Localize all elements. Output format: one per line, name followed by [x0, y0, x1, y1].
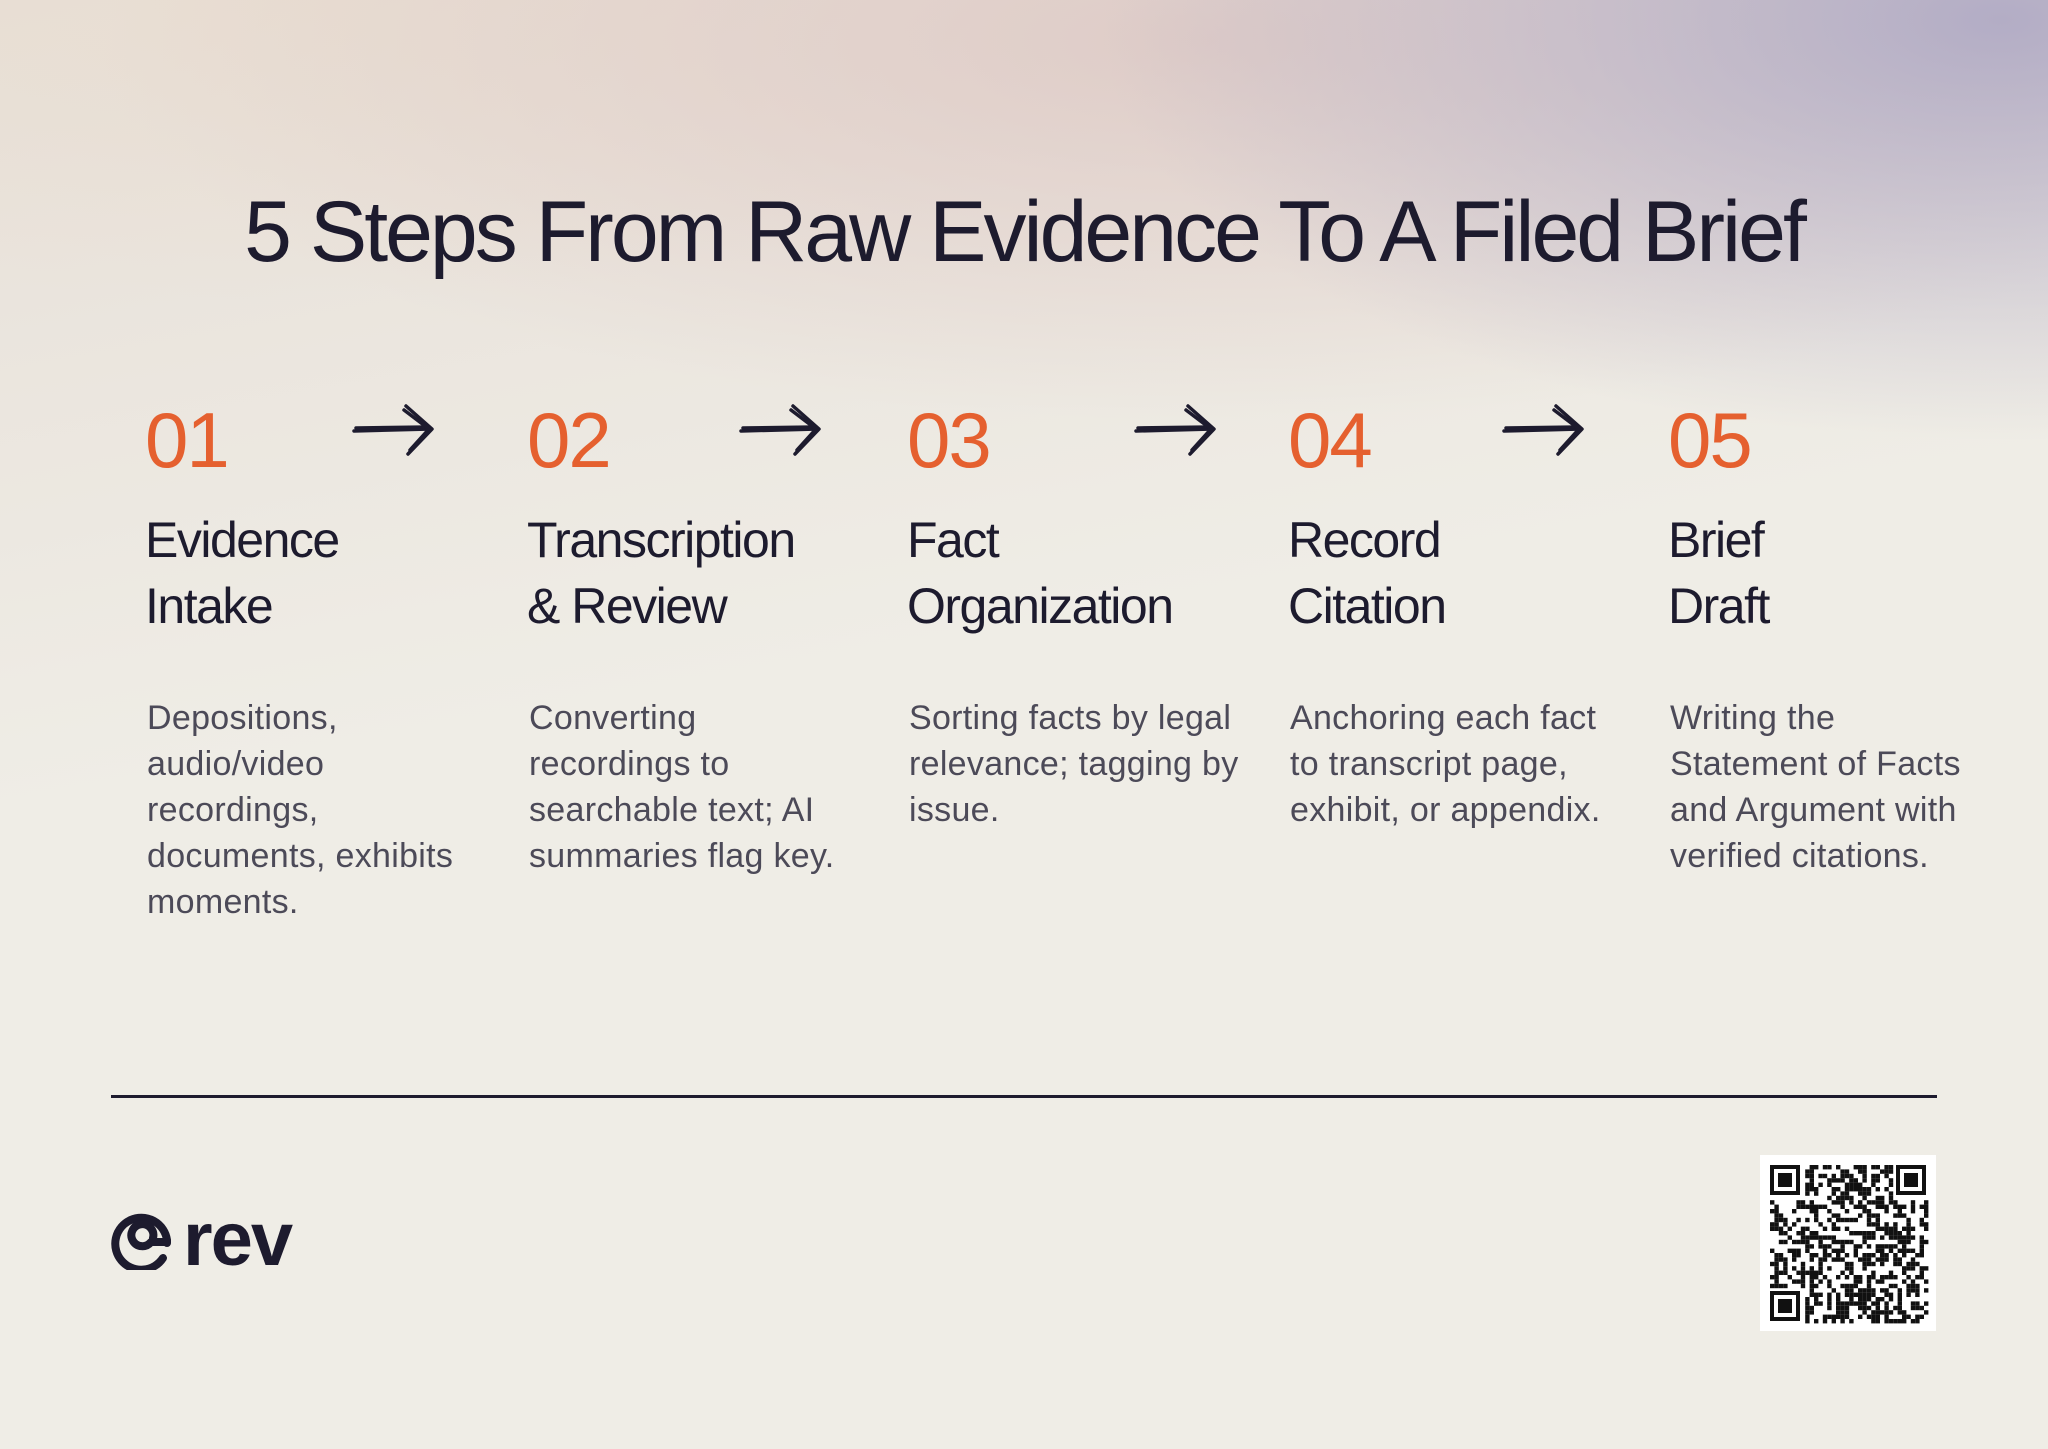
arrow-right-icon	[1134, 404, 1216, 456]
step-5: 05 Brief Draft Writing the Statement of …	[1668, 395, 1998, 875]
page-title: 5 Steps From Raw Evidence To A Filed Bri…	[244, 183, 1807, 280]
step-title-line: Draft	[1668, 578, 1770, 634]
step-number: 03	[907, 396, 992, 484]
step-description: Sorting facts by legal relevance; taggin…	[909, 699, 1239, 829]
step-4: 04 Record Citation Anchoring each fact t…	[1288, 395, 1618, 829]
step-title-line: Transcription	[527, 512, 796, 568]
arrow-right-icon	[1502, 404, 1584, 456]
step-title-line: Organization	[907, 578, 1174, 634]
step-title: Fact Organization	[907, 507, 1237, 639]
step-title: Record Citation	[1288, 507, 1618, 639]
step-3: 03 Fact Organization Sorting facts by le…	[907, 395, 1238, 829]
step-title: Evidence Intake	[145, 507, 475, 639]
step-number: 01	[145, 396, 230, 484]
rev-logo-icon	[111, 1213, 171, 1270]
arrow-right-icon	[739, 404, 821, 456]
step-title-line: Record	[1288, 512, 1442, 568]
step-1: 01 Evidence Intake Depositions, audio/vi…	[145, 395, 475, 921]
step-title-line: Fact	[907, 512, 1000, 568]
step-description: Converting recordings to searchable text…	[529, 699, 835, 875]
step-2: 02 Transcription & Review Converting rec…	[527, 395, 857, 875]
arrow-right-icon	[352, 404, 434, 456]
step-title-line: Brief	[1668, 512, 1765, 568]
step-title-line: Citation	[1288, 578, 1447, 634]
brand-logo: rev	[111, 1197, 293, 1282]
qr-code-icon	[1760, 1155, 1936, 1331]
divider	[111, 1095, 1937, 1098]
step-number: 05	[1668, 396, 1753, 484]
step-title-line: & Review	[527, 578, 728, 634]
step-title: Brief Draft	[1668, 507, 1998, 639]
step-title-line: Intake	[145, 578, 274, 634]
step-description: Writing the Statement of Facts and Argum…	[1670, 699, 1961, 875]
step-description: Anchoring each fact to transcript page, …	[1290, 699, 1601, 829]
step-number: 04	[1288, 396, 1373, 484]
step-title: Transcription & Review	[527, 507, 857, 639]
step-description: Depositions, audio/video recordings, doc…	[147, 699, 454, 921]
step-number: 02	[527, 396, 612, 484]
step-title-line: Evidence	[145, 512, 340, 568]
brand-name: rev	[183, 1197, 293, 1282]
